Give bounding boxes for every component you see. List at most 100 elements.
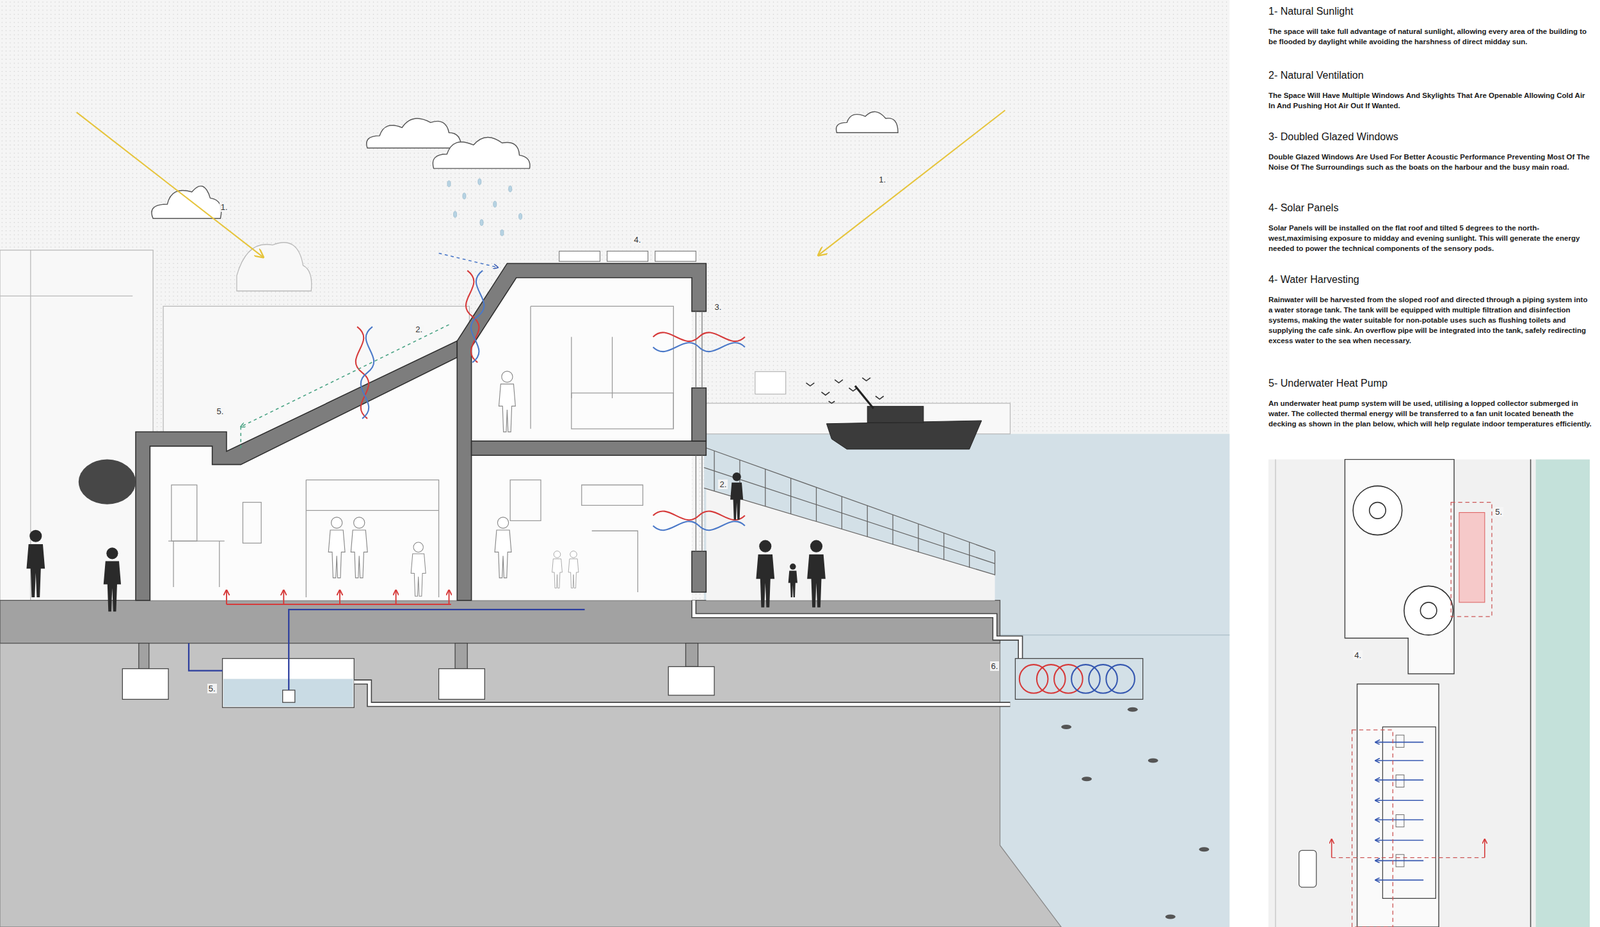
birds [875, 396, 884, 400]
deck [714, 450, 995, 575]
ventilation-airflow [471, 270, 484, 363]
interior-sketch [350, 517, 368, 578]
rain-drops [480, 219, 484, 226]
site-plan [1450, 502, 1492, 617]
callout-number: 4. [1352, 650, 1363, 660]
solar-panels [607, 250, 649, 262]
building-walls [456, 263, 706, 600]
section-text: The Space Will Have Multiple Windows And… [1268, 90, 1592, 111]
underfloor-heat [226, 603, 452, 605]
underfloor-heat [282, 590, 285, 605]
background-buildings [236, 242, 312, 292]
fish [1127, 707, 1138, 712]
foundations [668, 666, 715, 696]
text-section: 4- Solar PanelsSolar Panels will be inst… [1268, 201, 1592, 254]
section-text: The space will take full advantage of na… [1268, 26, 1592, 47]
rainwater-flow [240, 426, 242, 450]
building-walls [691, 551, 706, 592]
interior-sketch [510, 480, 643, 592]
interior-sketch [168, 540, 225, 587]
interior-sketch [568, 551, 579, 589]
people-silhouettes [103, 547, 121, 612]
callout-number: 4. [632, 234, 643, 245]
section-text: Rainwater will be harvested from the slo… [1268, 294, 1592, 346]
callout-number: 5. [215, 406, 225, 416]
callout-number: 2. [718, 479, 728, 489]
underfloor-heat [395, 590, 397, 605]
building-rooms [149, 357, 457, 601]
underfloor-heat [225, 590, 228, 605]
rainwater-flow [240, 252, 498, 449]
callout-number: 5. [207, 683, 217, 694]
solar-panels [559, 250, 697, 262]
fish [1198, 846, 1209, 852]
site-plan [1375, 759, 1424, 761]
site-plan [1382, 726, 1436, 898]
fish [1061, 707, 1209, 920]
pipes [693, 600, 1021, 659]
section-heading: 3- Doubled Glazed Windows [1268, 130, 1592, 143]
ground [0, 600, 1001, 644]
section-heading: 4- Solar Panels [1268, 201, 1592, 214]
building-walls [471, 440, 707, 456]
callout-number: 5. [1493, 506, 1504, 517]
site-plan [1344, 459, 1455, 674]
people-silhouettes [807, 540, 826, 608]
text-section: 4- Water HarvestingRainwater will be har… [1268, 273, 1592, 346]
heat-pump-collector [1071, 664, 1101, 694]
boat [867, 406, 924, 424]
ground [0, 643, 1062, 927]
site-plan [1274, 459, 1277, 927]
people-silhouettes [26, 529, 45, 598]
section-heading: 4- Water Harvesting [1268, 273, 1592, 286]
solar-panels [655, 250, 697, 262]
clouds [432, 136, 530, 169]
people-silhouettes [730, 472, 744, 520]
sea [1000, 634, 1231, 636]
site-plan [1375, 839, 1424, 841]
callout-number: 3. [712, 302, 723, 312]
heat-pump-collector [1054, 664, 1083, 694]
text-section: 1- Natural SunlightThe space will take f… [1268, 5, 1592, 47]
foundations [122, 668, 169, 700]
site-plan [1530, 459, 1532, 927]
heat-pump-collector [1088, 664, 1118, 694]
building-rooms [149, 277, 692, 601]
birds [806, 377, 884, 404]
site-plan [1352, 729, 1394, 927]
clouds [836, 112, 899, 134]
site-plan [1268, 459, 1536, 927]
site-plan [1331, 839, 1333, 858]
water-tank [282, 689, 296, 703]
interior-sketch [242, 502, 262, 544]
heat-pump-collector [1105, 664, 1135, 694]
deck [704, 446, 995, 600]
site-plan [1375, 819, 1424, 821]
ventilation-airflow [355, 270, 745, 531]
deck [705, 487, 995, 600]
fish [1061, 724, 1072, 729]
foundations [455, 643, 468, 669]
clouds [151, 186, 222, 219]
sun-rays [818, 110, 1006, 255]
callout-number: 1. [877, 174, 888, 185]
ventilation-airflow [652, 520, 745, 530]
pipes [353, 681, 1010, 704]
interior-sketch [530, 305, 674, 429]
site-plan [1375, 879, 1424, 881]
building-walls [135, 341, 457, 601]
heat-pump-collector [1015, 658, 1143, 700]
rain-drops [453, 211, 457, 218]
boat [855, 385, 874, 409]
foundations [138, 643, 150, 669]
section-heading: 1- Natural Sunlight [1268, 5, 1592, 18]
ground [0, 600, 1062, 927]
site-plan [1404, 585, 1454, 635]
callout-number: 1. [219, 202, 230, 212]
interior-sketch [571, 392, 674, 429]
sun-rays [76, 112, 264, 257]
interior-sketch [328, 517, 345, 578]
site-plan [1420, 602, 1437, 619]
site-plan [1375, 799, 1424, 801]
